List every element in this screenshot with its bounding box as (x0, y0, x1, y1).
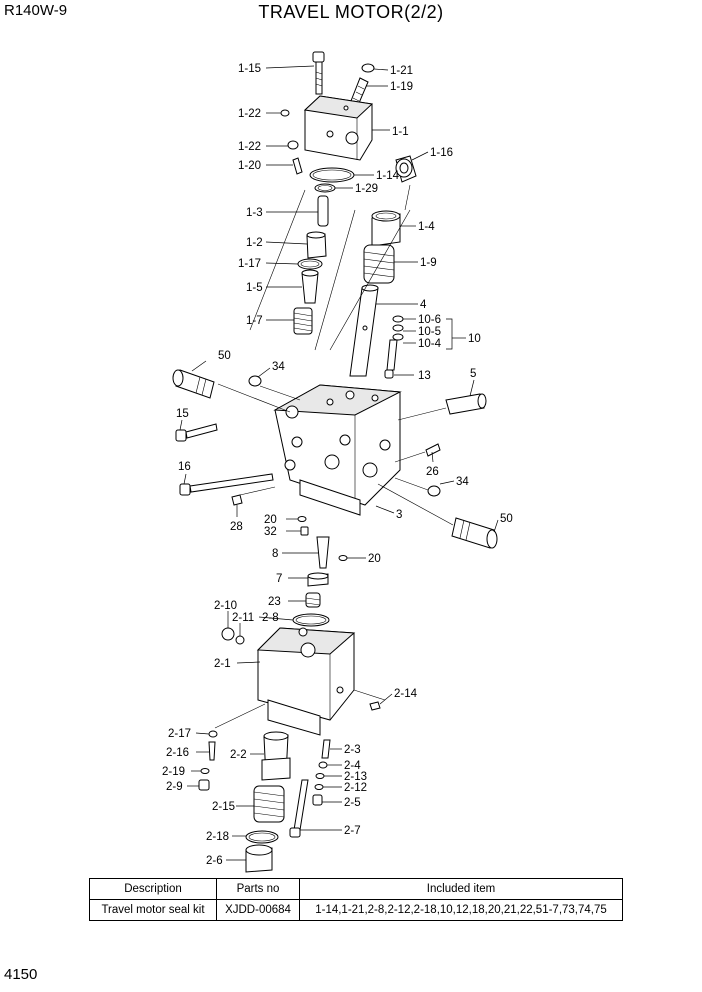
callout-28: 28 (230, 521, 243, 533)
callout-2-10: 2-10 (214, 600, 237, 612)
cell-parts-no: XJDD-00684 (216, 899, 300, 921)
callout-1-17: 1-17 (238, 258, 261, 270)
callout-1-1: 1-1 (392, 126, 409, 138)
callout-2-11: 2-11 (232, 612, 254, 624)
callout-1-15: 1-15 (238, 63, 261, 75)
callout-1-22-b: 1-22 (238, 141, 261, 153)
callout-10: 10 (468, 333, 481, 345)
callout-1-2: 1-2 (246, 237, 263, 249)
col-included-item: Included item (299, 878, 623, 900)
callout-10-5: 10-5 (418, 326, 441, 338)
callout-2-5: 2-5 (344, 797, 361, 809)
page-number: 4150 (4, 966, 38, 983)
spring-2-15 (253, 785, 285, 823)
cell-included-item: 1-14,1-21,2-8,2-12,2-18,10,12,18,20,21,2… (299, 899, 623, 921)
callout-2-19: 2-19 (162, 766, 185, 778)
model-number: R140W-9 (4, 2, 68, 19)
callout-2-17: 2-17 (168, 728, 191, 740)
col-description: Description (89, 878, 217, 900)
page-title: TRAVEL MOTOR(2/2) (258, 2, 444, 22)
callout-5: 5 (470, 368, 476, 380)
callout-15: 15 (176, 408, 189, 420)
spring-1-7 (293, 307, 313, 335)
callout-4: 4 (420, 299, 427, 311)
callout-1-3: 1-3 (246, 207, 263, 219)
callout-1-5: 1-5 (246, 282, 263, 294)
col-parts-no: Parts no (216, 878, 300, 900)
callout-1-19: 1-19 (390, 81, 413, 93)
callout-2-6: 2-6 (206, 855, 223, 867)
bolt-15 (175, 423, 218, 442)
callout-2-15: 2-15 (212, 801, 235, 813)
callout-2-1: 2-1 (214, 658, 231, 670)
callout-2-12: 2-12 (344, 782, 367, 794)
callout-1-20: 1-20 (238, 160, 261, 172)
callout-26: 26 (426, 466, 439, 478)
callout-2-7: 2-7 (344, 825, 361, 837)
callout-16: 16 (178, 461, 191, 473)
callout-20-a: 20 (264, 514, 277, 526)
seal-kit-table: Description Parts no Included item Trave… (89, 878, 623, 921)
cover-1-1 (303, 95, 374, 161)
table-header-row: Description Parts no Included item (89, 878, 623, 900)
plug-50-right (451, 517, 498, 549)
callout-2-18: 2-18 (206, 831, 229, 843)
callout-1-4: 1-4 (418, 221, 435, 233)
callout-3: 3 (396, 509, 402, 521)
plug-2-6 (245, 844, 273, 873)
callout-7: 7 (276, 573, 282, 585)
callout-1-22-a: 1-22 (238, 108, 261, 120)
callout-34-b: 34 (456, 476, 469, 488)
callout-2-16: 2-16 (166, 747, 189, 759)
table-row: Travel motor seal kit XJDD-00684 1-14,1-… (89, 899, 623, 921)
callout-20-b: 20 (368, 553, 381, 565)
callout-1-29: 1-29 (355, 183, 378, 195)
callout-10-4: 10-4 (418, 338, 442, 350)
callout-1-9: 1-9 (420, 257, 437, 269)
cap-1-4 (371, 210, 401, 247)
plug-50-left (172, 369, 215, 399)
plug-5 (445, 393, 487, 415)
callout-50-a: 50 (218, 350, 231, 362)
callout-2-9: 2-9 (166, 781, 183, 793)
block-2-1 (256, 627, 356, 736)
sleeve-2-2 (261, 731, 291, 781)
part-callouts: 1-15 1-21 1-19 1-22 1-1 1-22 1-16 1-20 1… (162, 63, 513, 867)
plug-1-16 (395, 155, 417, 183)
callout-32: 32 (264, 526, 277, 538)
callout-13: 13 (418, 370, 431, 382)
callout-1-21: 1-21 (390, 65, 413, 77)
callout-2-13: 2-13 (344, 771, 367, 783)
callout-10-6: 10-6 (418, 314, 441, 326)
callout-1-7: 1-7 (246, 315, 263, 327)
cell-description: Travel motor seal kit (89, 899, 217, 921)
callout-34-a: 34 (272, 361, 285, 373)
callout-2-3: 2-3 (344, 744, 361, 756)
bolt-1-15 (312, 51, 325, 95)
callout-50-b: 50 (500, 513, 513, 525)
callout-2-14: 2-14 (394, 688, 418, 700)
callout-23: 23 (268, 596, 281, 608)
leader-lines (179, 65, 499, 861)
valve-body-3 (273, 384, 402, 516)
callout-1-14: 1-14 (376, 170, 400, 182)
bolt-16 (179, 473, 274, 496)
spool-4 (349, 284, 379, 377)
spring-23 (305, 592, 321, 608)
callout-8: 8 (272, 548, 278, 560)
callout-2-2: 2-2 (230, 749, 247, 761)
callout-1-16: 1-16 (430, 147, 453, 159)
callout-2-4: 2-4 (344, 760, 361, 772)
callout-2-8-label: 2-8 (262, 612, 279, 624)
